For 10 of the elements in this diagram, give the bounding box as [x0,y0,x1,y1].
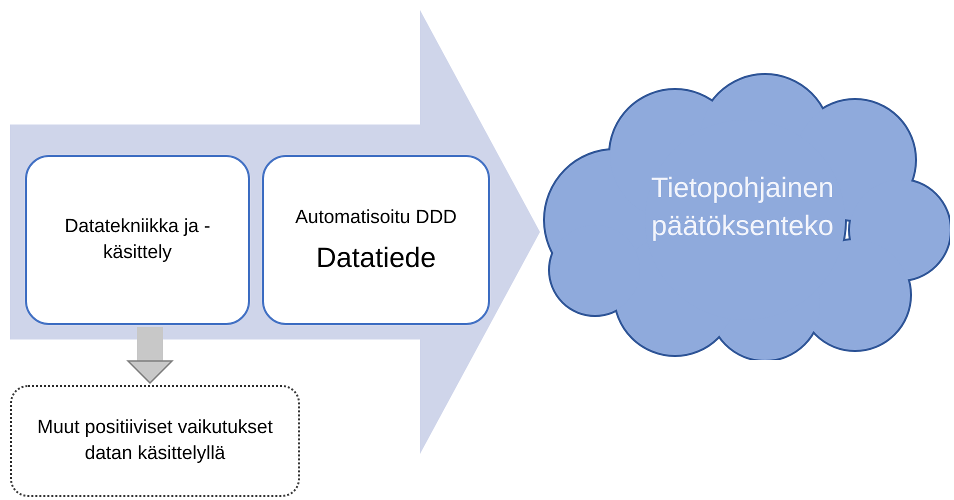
box-text: Automatisoitu DDD [295,206,457,230]
down-arrow [127,327,173,384]
box-text: Datatekniikka ja -käsittely [64,214,212,265]
block-arrow [10,10,540,454]
note-box [10,385,300,497]
process-box [25,155,250,325]
cloud-text: Tietopohjainen päätöksenteko [650,170,835,243]
note-text: Muut positiiviset vaikutukset datan käsittelyllä [36,416,274,466]
process-box [262,155,490,325]
box-heading: Datatiede [316,240,436,275]
